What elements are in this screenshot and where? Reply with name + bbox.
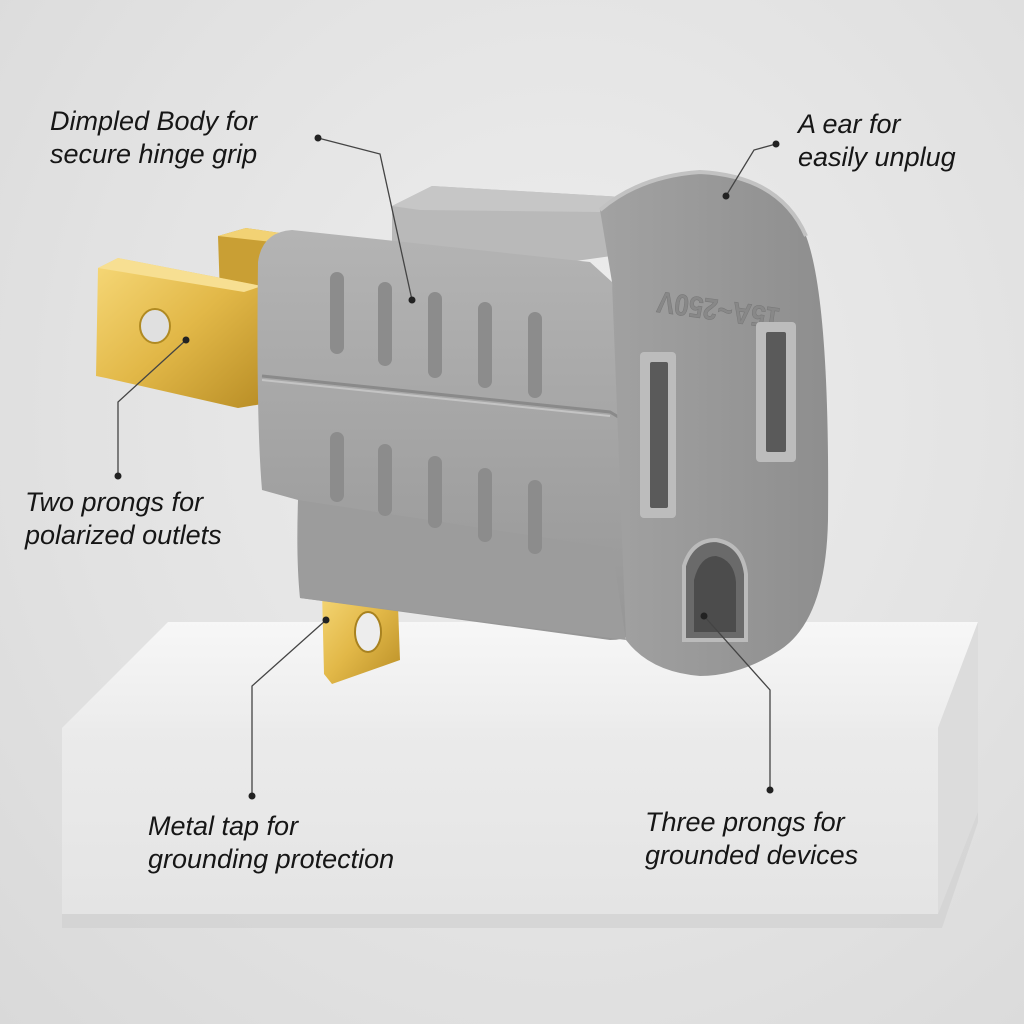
callout-metal-line2: grounding protection	[148, 844, 395, 874]
callout-two-line1: Two prongs for	[25, 487, 204, 517]
top-ridge-face	[392, 186, 640, 212]
leader-two	[117, 339, 187, 476]
lower-step	[298, 500, 626, 640]
callout-dimpled-line1: Dimpled Body for	[50, 106, 258, 136]
pedestal-top	[62, 622, 978, 728]
pedestal	[62, 622, 978, 928]
leader-lines	[117, 137, 777, 796]
callout-dimpled-body: Dimpled Body for secure hinge grip	[50, 105, 257, 171]
leader-dots	[114, 134, 780, 800]
callout-three-prongs: Three prongs for grounded devices	[645, 806, 858, 872]
pedestal-front	[62, 728, 938, 914]
callout-two-line2: polarized outlets	[25, 520, 222, 550]
adapter-body: 15A~250V	[257, 169, 829, 676]
leader-ear	[725, 143, 777, 197]
leader-metal	[251, 619, 327, 796]
pedestal-shadow	[62, 812, 978, 928]
leader-dimpled	[317, 137, 413, 301]
body-seam	[261, 374, 621, 420]
front-face-rim	[598, 169, 808, 237]
body-seam-hl	[261, 379, 611, 417]
callout-ear: A ear for easily unplug	[798, 108, 956, 174]
dimples-upper	[330, 272, 542, 398]
callout-ear-line2: easily unplug	[798, 142, 956, 172]
callout-three-line1: Three prongs for	[645, 807, 845, 837]
front-prong	[96, 258, 262, 408]
callout-metal-line1: Metal tap for	[148, 811, 299, 841]
front-prong-edge	[98, 258, 262, 292]
leader-three	[703, 615, 771, 790]
tab-hole	[354, 611, 382, 653]
grounding-tab	[322, 586, 400, 684]
front-face	[600, 172, 829, 676]
callout-two-prongs: Two prongs for polarized outlets	[25, 486, 222, 552]
callout-dimpled-line2: secure hinge grip	[50, 139, 258, 169]
dimples-lower	[330, 432, 542, 554]
prong-hole	[139, 308, 171, 344]
callout-three-line2: grounded devices	[645, 840, 859, 870]
callout-ear-line1: A ear for	[798, 109, 901, 139]
callout-metal-tap: Metal tap for grounding protection	[148, 810, 394, 876]
pedestal-side	[938, 622, 978, 914]
